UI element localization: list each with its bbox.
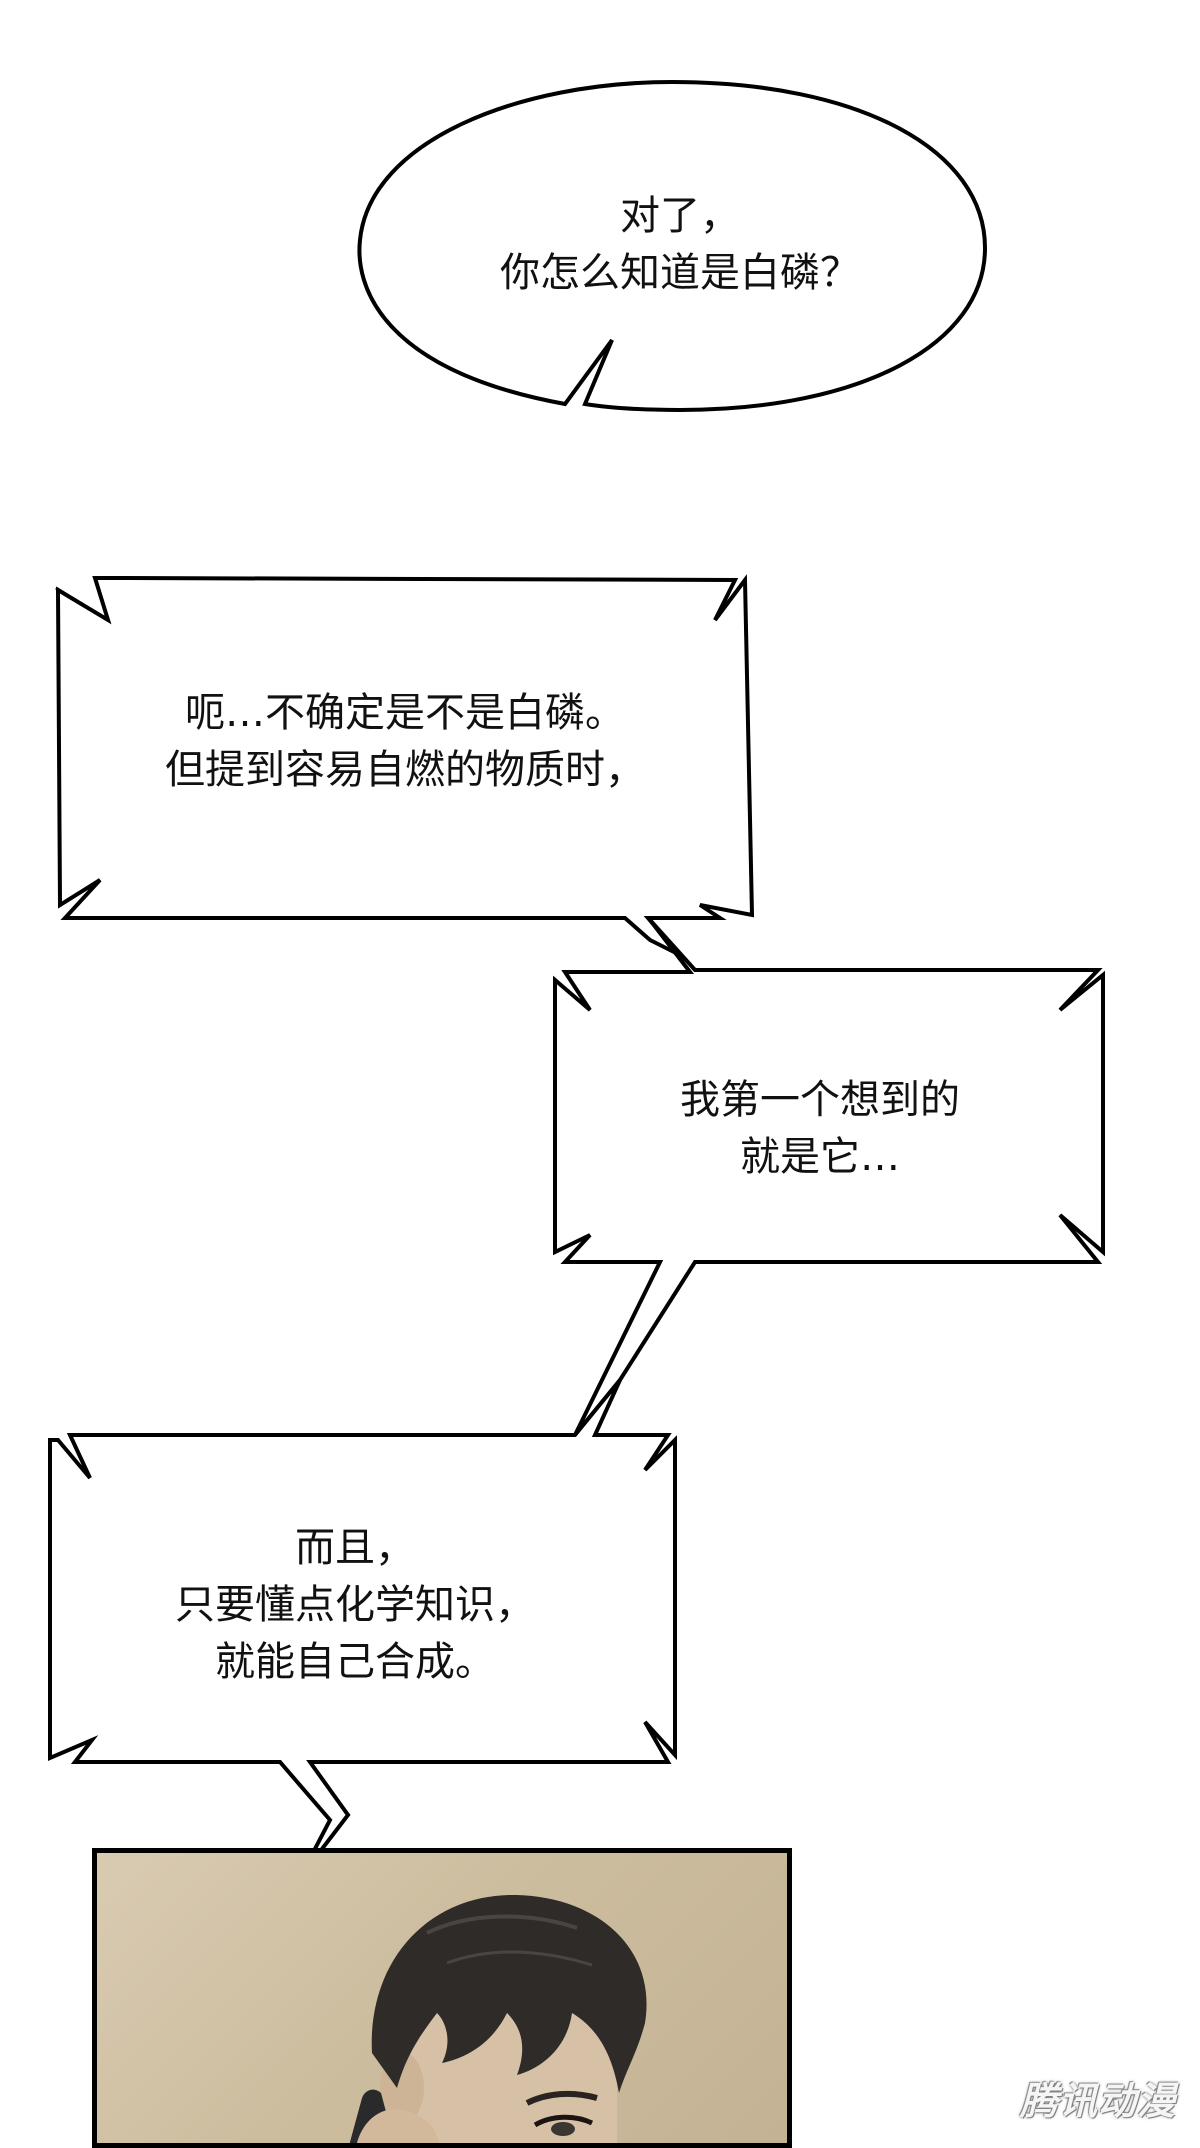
bubble-line: 而且，: [295, 1525, 415, 1571]
bubble-line: 就是它…: [740, 1134, 900, 1180]
bubble-line: 就能自己合成。: [215, 1639, 495, 1685]
bubble-line: 对了，: [620, 193, 740, 239]
bubble-line: 但提到容易自燃的物质时，: [165, 747, 645, 793]
bubble-text-oval: 对了， 你怎么知道是白磷？: [420, 188, 940, 302]
bubble-line: 只要懂点化学知识，: [175, 1582, 535, 1628]
watermark-logo: 腾讯动漫: [1019, 2079, 1176, 2123]
character-illustration: [349, 1894, 647, 2143]
bubble-line: 呃…不确定是不是白磷。: [185, 690, 625, 736]
bubble-line: 你怎么知道是白磷？: [500, 250, 860, 296]
illustration-panel: [92, 1848, 792, 2148]
bubble-text-burst-1: 呃…不确定是不是白磷。 但提到容易自燃的物质时，: [85, 685, 725, 799]
bubble-text-burst-2: 我第一个想到的 就是它…: [570, 1072, 1070, 1186]
bubble-text-burst-3: 而且， 只要懂点化学知识， 就能自己合成。: [95, 1520, 615, 1691]
bubble-line: 我第一个想到的: [680, 1077, 960, 1123]
